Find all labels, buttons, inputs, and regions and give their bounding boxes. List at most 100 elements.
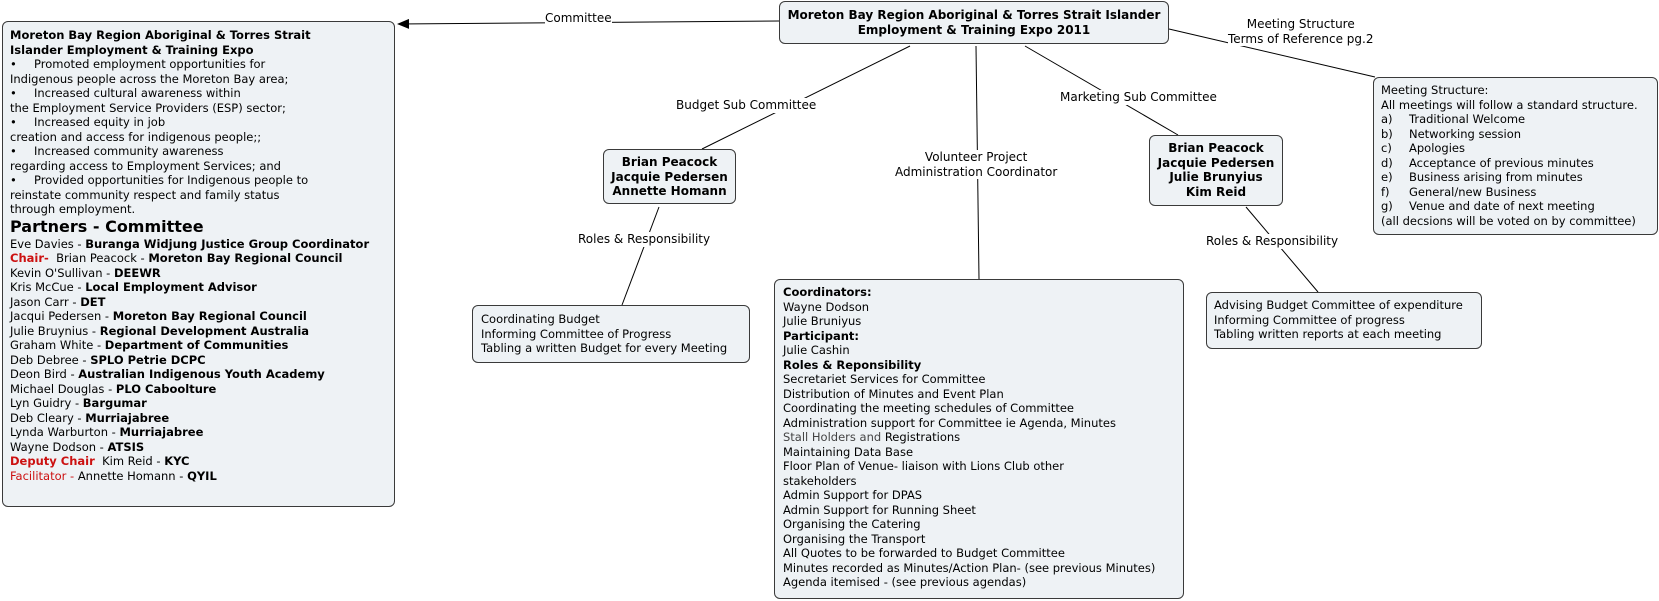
link-label-meeting-structure-line1: Meeting Structure (1246, 17, 1355, 31)
link-budget-sub (701, 45, 911, 150)
link-budget-roles (621, 206, 660, 306)
role-item: Maintaining Data Base (783, 444, 914, 459)
member-row: Wayne Dodson - ATSIS (10, 439, 145, 454)
role-item: Distribution of Minutes and Event Plan (783, 386, 1004, 401)
role-item: Administration support for Committee ie … (783, 415, 1116, 430)
objective-2-cont: the Employment Service Providers (ESP) s… (10, 100, 286, 115)
facilitator-row: Facilitator - Annette Homann - QYIL (10, 468, 217, 483)
member-row: Jason Carr - DET (10, 294, 106, 309)
meeting-item: d)Acceptance of previous minutes (1381, 155, 1594, 170)
role-item: Organising the Catering (783, 517, 921, 531)
link-label-volunteer: Volunteer Project Administration Coordin… (895, 150, 1058, 179)
link-label-committee: Committee (545, 11, 612, 26)
budget-role-3: Tabling a written Budget for every Meeti… (481, 341, 728, 355)
objective-3: •Increased equity in job (10, 115, 166, 129)
budget-roles-box[interactable]: Coordinating Budget Informing Committee … (472, 305, 750, 363)
participant-1: Julie Cashin (783, 343, 850, 357)
budget-members-box[interactable]: Brian Peacock Jacquie Pedersen Annette H… (603, 149, 736, 204)
objective-1-cont: Indigenous people across the Moreton Bay… (10, 71, 289, 86)
member-row: Deon Bird - Australian Indigenous Youth … (10, 367, 325, 381)
roles-heading: Roles & Reponsibility (783, 357, 922, 372)
budget-role-1: Coordinating Budget (481, 312, 600, 326)
meeting-item: f)General/new Business (1381, 184, 1537, 199)
marketing-role-1: Advising Budget Committee of expenditure (1214, 298, 1463, 312)
link-label-roles-left: Roles & Responsibility (578, 232, 711, 247)
link-label-volunteer-line2: Administration Coordinator (895, 164, 1058, 179)
member-row: Deb Debree - SPLO Petrie DCPC (10, 352, 206, 367)
link-label-meeting-structure: Meeting Structure Terms of Reference pg.… (1228, 17, 1374, 46)
member-row: Graham White - Department of Communities (10, 338, 289, 352)
objective-5-cont2: through employment. (10, 202, 136, 216)
member-list: Eve Davies - Buranga Widjung Justice Gro… (10, 237, 387, 484)
member-row: Deputy Chair Kim Reid - KYC (10, 454, 190, 468)
role-item: Agenda itemised - (see previous agendas) (783, 575, 1027, 589)
marketing-member-4: Kim Reid (1185, 184, 1247, 199)
role-item: Coordinating the meeting schedules of Co… (783, 401, 1074, 415)
meeting-item: a)Traditional Welcome (1381, 112, 1526, 126)
role-item: Floor Plan of Venue- liaison with Lions … (783, 459, 1064, 473)
member-row: Eve Davies - Buranga Widjung Justice Gro… (10, 236, 370, 251)
member-row: Lyn Guidry - Bargumar (10, 396, 147, 410)
meeting-intro: All meetings will follow a standard stru… (1381, 97, 1638, 112)
link-meeting-structure (1168, 28, 1376, 78)
link-label-meeting-structure-line2: Terms of Reference pg.2 (1228, 31, 1374, 46)
root-topic[interactable]: Moreton Bay Region Aboriginal & Torres S… (779, 1, 1169, 44)
objective-5-cont: reinstate community respect and family s… (10, 187, 280, 202)
role-item: Admin Support for Running Sheet (783, 502, 976, 517)
meeting-title: Meeting Structure: (1381, 83, 1489, 97)
committee-title-line2: Islander Employment & Training Expo (10, 42, 254, 57)
meeting-item: e)Business arising from minutes (1381, 170, 1583, 184)
marketing-roles-box[interactable]: Advising Budget Committee of expenditure… (1206, 292, 1482, 349)
member-row: Kris McCue - Local Employment Advisor (10, 280, 257, 294)
marketing-member-3: Julie Brunyius (1169, 170, 1263, 184)
meeting-item: b)Networking session (1381, 126, 1522, 141)
marketing-role-2: Informing Committee of progress (1214, 312, 1405, 327)
participant-heading: Participant: (783, 328, 860, 343)
member-row: Deb Cleary - Murriajabree (10, 410, 170, 425)
budget-member-1: Brian Peacock (621, 155, 718, 169)
objective-4: •Increased community awareness (10, 144, 224, 158)
link-label-marketing-sub: Marketing Sub Committee (1060, 90, 1217, 105)
marketing-member-1: Brian Peacock (1168, 141, 1264, 155)
role-item: Organising the Transport (783, 531, 926, 546)
coordinators-box[interactable]: Coordinators: Wayne Dodson Julie Bruniyu… (774, 279, 1184, 599)
meeting-footer: (all decsions will be voted on by commit… (1381, 213, 1636, 228)
meeting-structure-box[interactable]: Meeting Structure: All meetings will fol… (1373, 77, 1658, 235)
coordinator-2: Julie Bruniyus (783, 314, 862, 328)
objective-5: •Provided opportunities for Indigenous p… (10, 173, 309, 187)
marketing-member-2: Jacquie Pedersen (1157, 155, 1275, 170)
member-row: Kevin O'Sullivan - DEEWR (10, 265, 161, 280)
member-row: Lynda Warburton - Murriajabree (10, 425, 204, 439)
marketing-role-3: Tabling written reports at each meeting (1214, 327, 1442, 341)
objective-1: •Promoted employment opportunities for (10, 57, 266, 71)
budget-role-2: Informing Committee of Progress (481, 326, 672, 341)
objective-4-cont: regarding access to Employment Services;… (10, 158, 281, 173)
budget-member-3: Annette Homann (612, 184, 727, 198)
member-row: Michael Douglas - PLO Caboolture (10, 381, 217, 396)
member-row: Chair- Brian Peacock - Moreton Bay Regio… (10, 251, 343, 265)
meeting-item: c)Apologies (1381, 141, 1465, 155)
role-item: Secretariet Services for Committee (783, 372, 986, 386)
role-item: Admin Support for DPAS (783, 488, 923, 502)
root-title-line2: Employment & Training Expo 2011 (857, 22, 1091, 37)
meeting-item: g)Venue and date of next meeting (1381, 199, 1595, 213)
role-item: Minutes recorded as Minutes/Action Plan-… (783, 560, 1156, 575)
root-title-line1: Moreton Bay Region Aboriginal & Torres S… (787, 8, 1161, 22)
member-row: Julie Bruynius - Regional Development Au… (10, 323, 310, 338)
role-item: All Quotes to be forwarded to Budget Com… (783, 546, 1065, 560)
marketing-members-box[interactable]: Brian Peacock Jacquie Pedersen Julie Bru… (1149, 135, 1283, 206)
member-row: Jacqui Pedersen - Moreton Bay Regional C… (10, 309, 307, 323)
role-item-cont: stakeholders (783, 473, 857, 488)
link-label-volunteer-line1: Volunteer Project (924, 150, 1028, 164)
link-marketing-roles (1245, 206, 1319, 293)
budget-member-2: Jacquie Pedersen (611, 169, 728, 184)
link-label-budget-sub: Budget Sub Committee (676, 98, 817, 113)
role-item: Stall Holders and Registrations (783, 430, 961, 444)
partners-title: Partners - Committee (10, 216, 204, 236)
committee-title-line1: Moreton Bay Region Aboriginal & Torres S… (10, 28, 311, 42)
committee-box[interactable]: Moreton Bay Region Aboriginal & Torres S… (2, 21, 395, 507)
link-label-roles-right: Roles & Responsibility (1206, 234, 1339, 249)
coordinators-heading: Coordinators: (783, 285, 872, 299)
coordinator-1: Wayne Dodson (783, 299, 870, 314)
objective-3-cont: creation and access for indigenous peopl… (10, 129, 262, 144)
